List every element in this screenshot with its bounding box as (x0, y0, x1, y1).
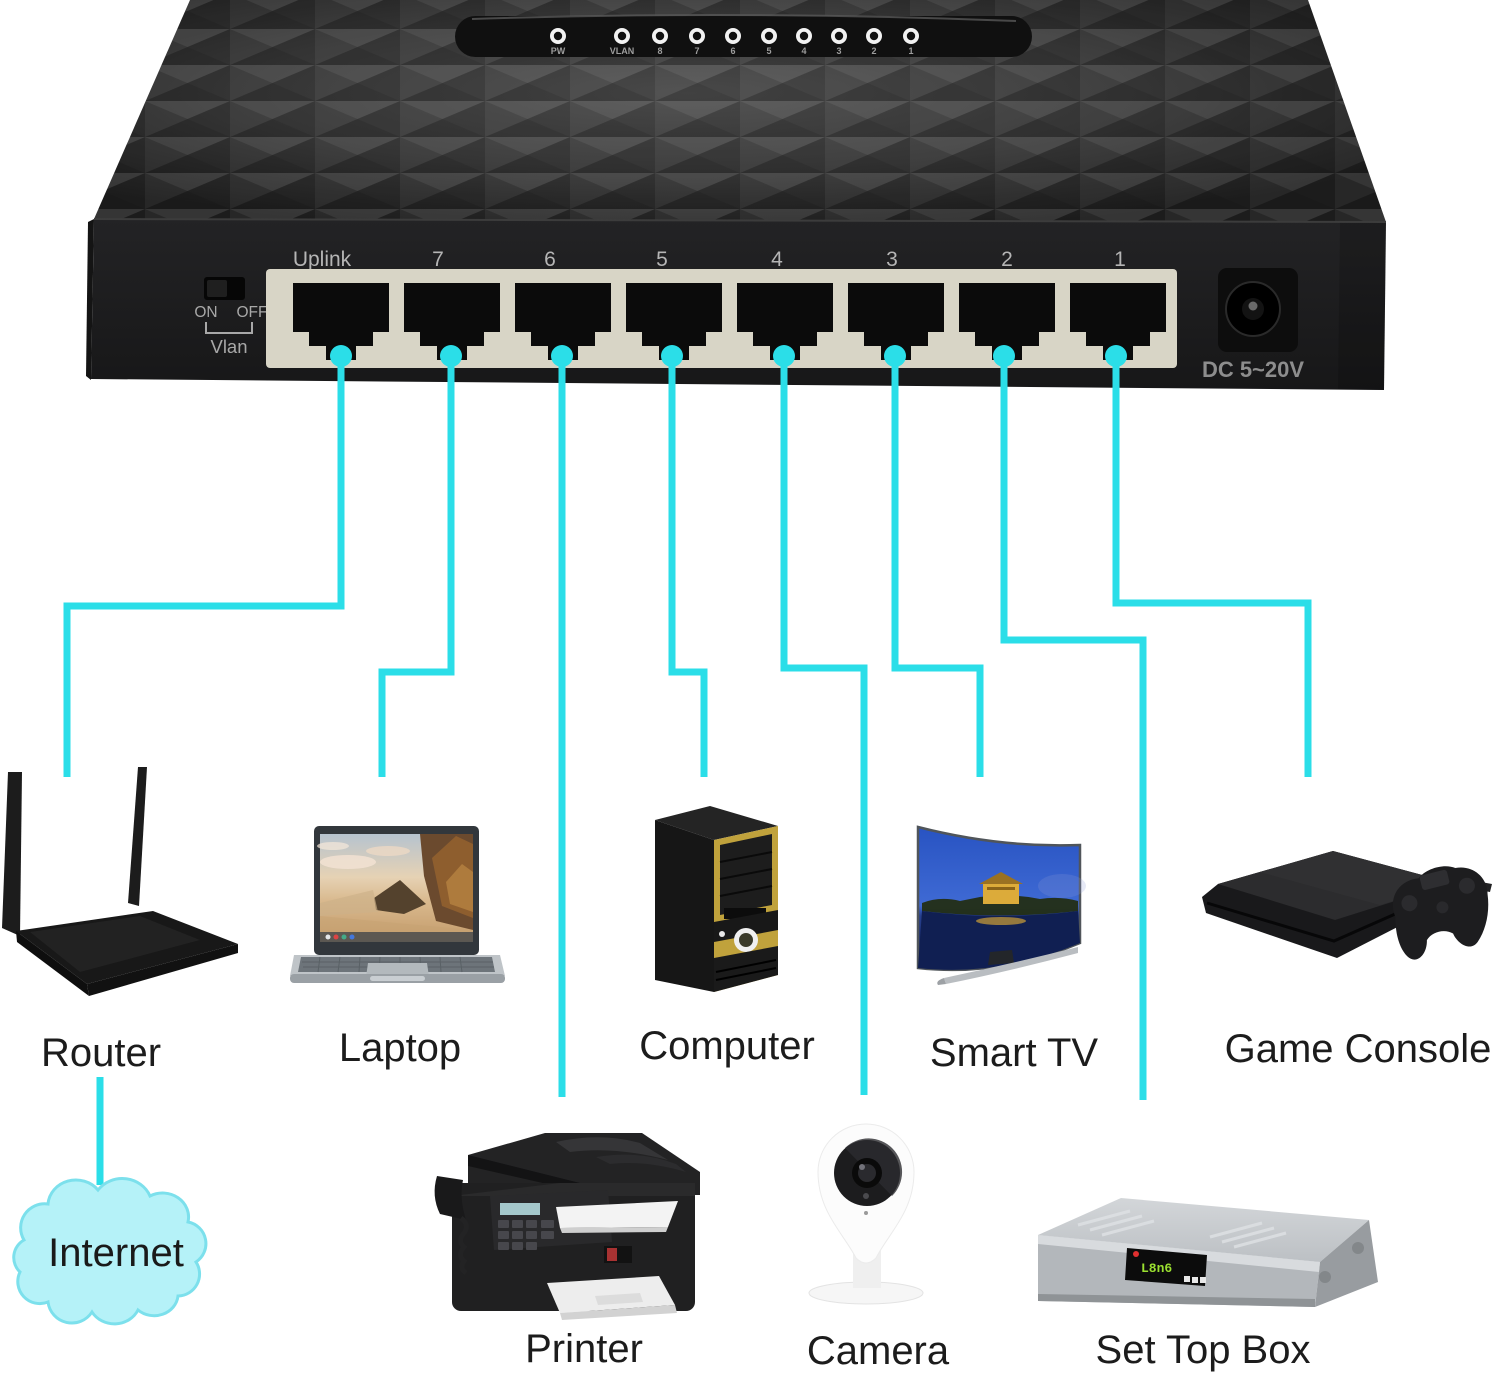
svg-text:8: 8 (657, 46, 662, 56)
svg-text:2: 2 (1001, 248, 1013, 271)
svg-text:Internet: Internet (48, 1231, 184, 1275)
svg-text:Uplink: Uplink (293, 248, 352, 271)
svg-text:L8n6: L8n6 (1141, 1261, 1172, 1276)
svg-text:5: 5 (766, 46, 771, 56)
svg-text:Printer: Printer (525, 1327, 643, 1371)
svg-text:1: 1 (1114, 248, 1126, 271)
svg-text:Smart TV: Smart TV (930, 1031, 1099, 1075)
svg-text:PW: PW (551, 46, 566, 56)
svg-text:Game Console: Game Console (1225, 1027, 1492, 1071)
svg-text:3: 3 (836, 46, 841, 56)
svg-text:3: 3 (886, 248, 898, 271)
svg-text:2: 2 (871, 46, 876, 56)
svg-text:7: 7 (694, 46, 699, 56)
svg-text:Router: Router (41, 1031, 161, 1075)
svg-text:Set Top Box: Set Top Box (1096, 1328, 1311, 1372)
svg-text:Vlan: Vlan (210, 336, 247, 357)
svg-text:6: 6 (544, 248, 556, 271)
svg-text:1: 1 (908, 46, 913, 56)
svg-text:4: 4 (801, 46, 806, 56)
svg-text:OFF: OFF (237, 304, 268, 321)
svg-text:Camera: Camera (807, 1329, 950, 1373)
svg-text:4: 4 (771, 248, 783, 271)
svg-text:DC 5~20V: DC 5~20V (1202, 357, 1304, 382)
svg-text:5: 5 (656, 248, 668, 271)
svg-text:VLAN: VLAN (610, 46, 635, 56)
svg-text:6: 6 (730, 46, 735, 56)
svg-text:7: 7 (432, 248, 444, 271)
svg-text:Computer: Computer (639, 1024, 815, 1068)
svg-text:ON: ON (194, 304, 217, 321)
svg-text:Laptop: Laptop (339, 1026, 461, 1070)
